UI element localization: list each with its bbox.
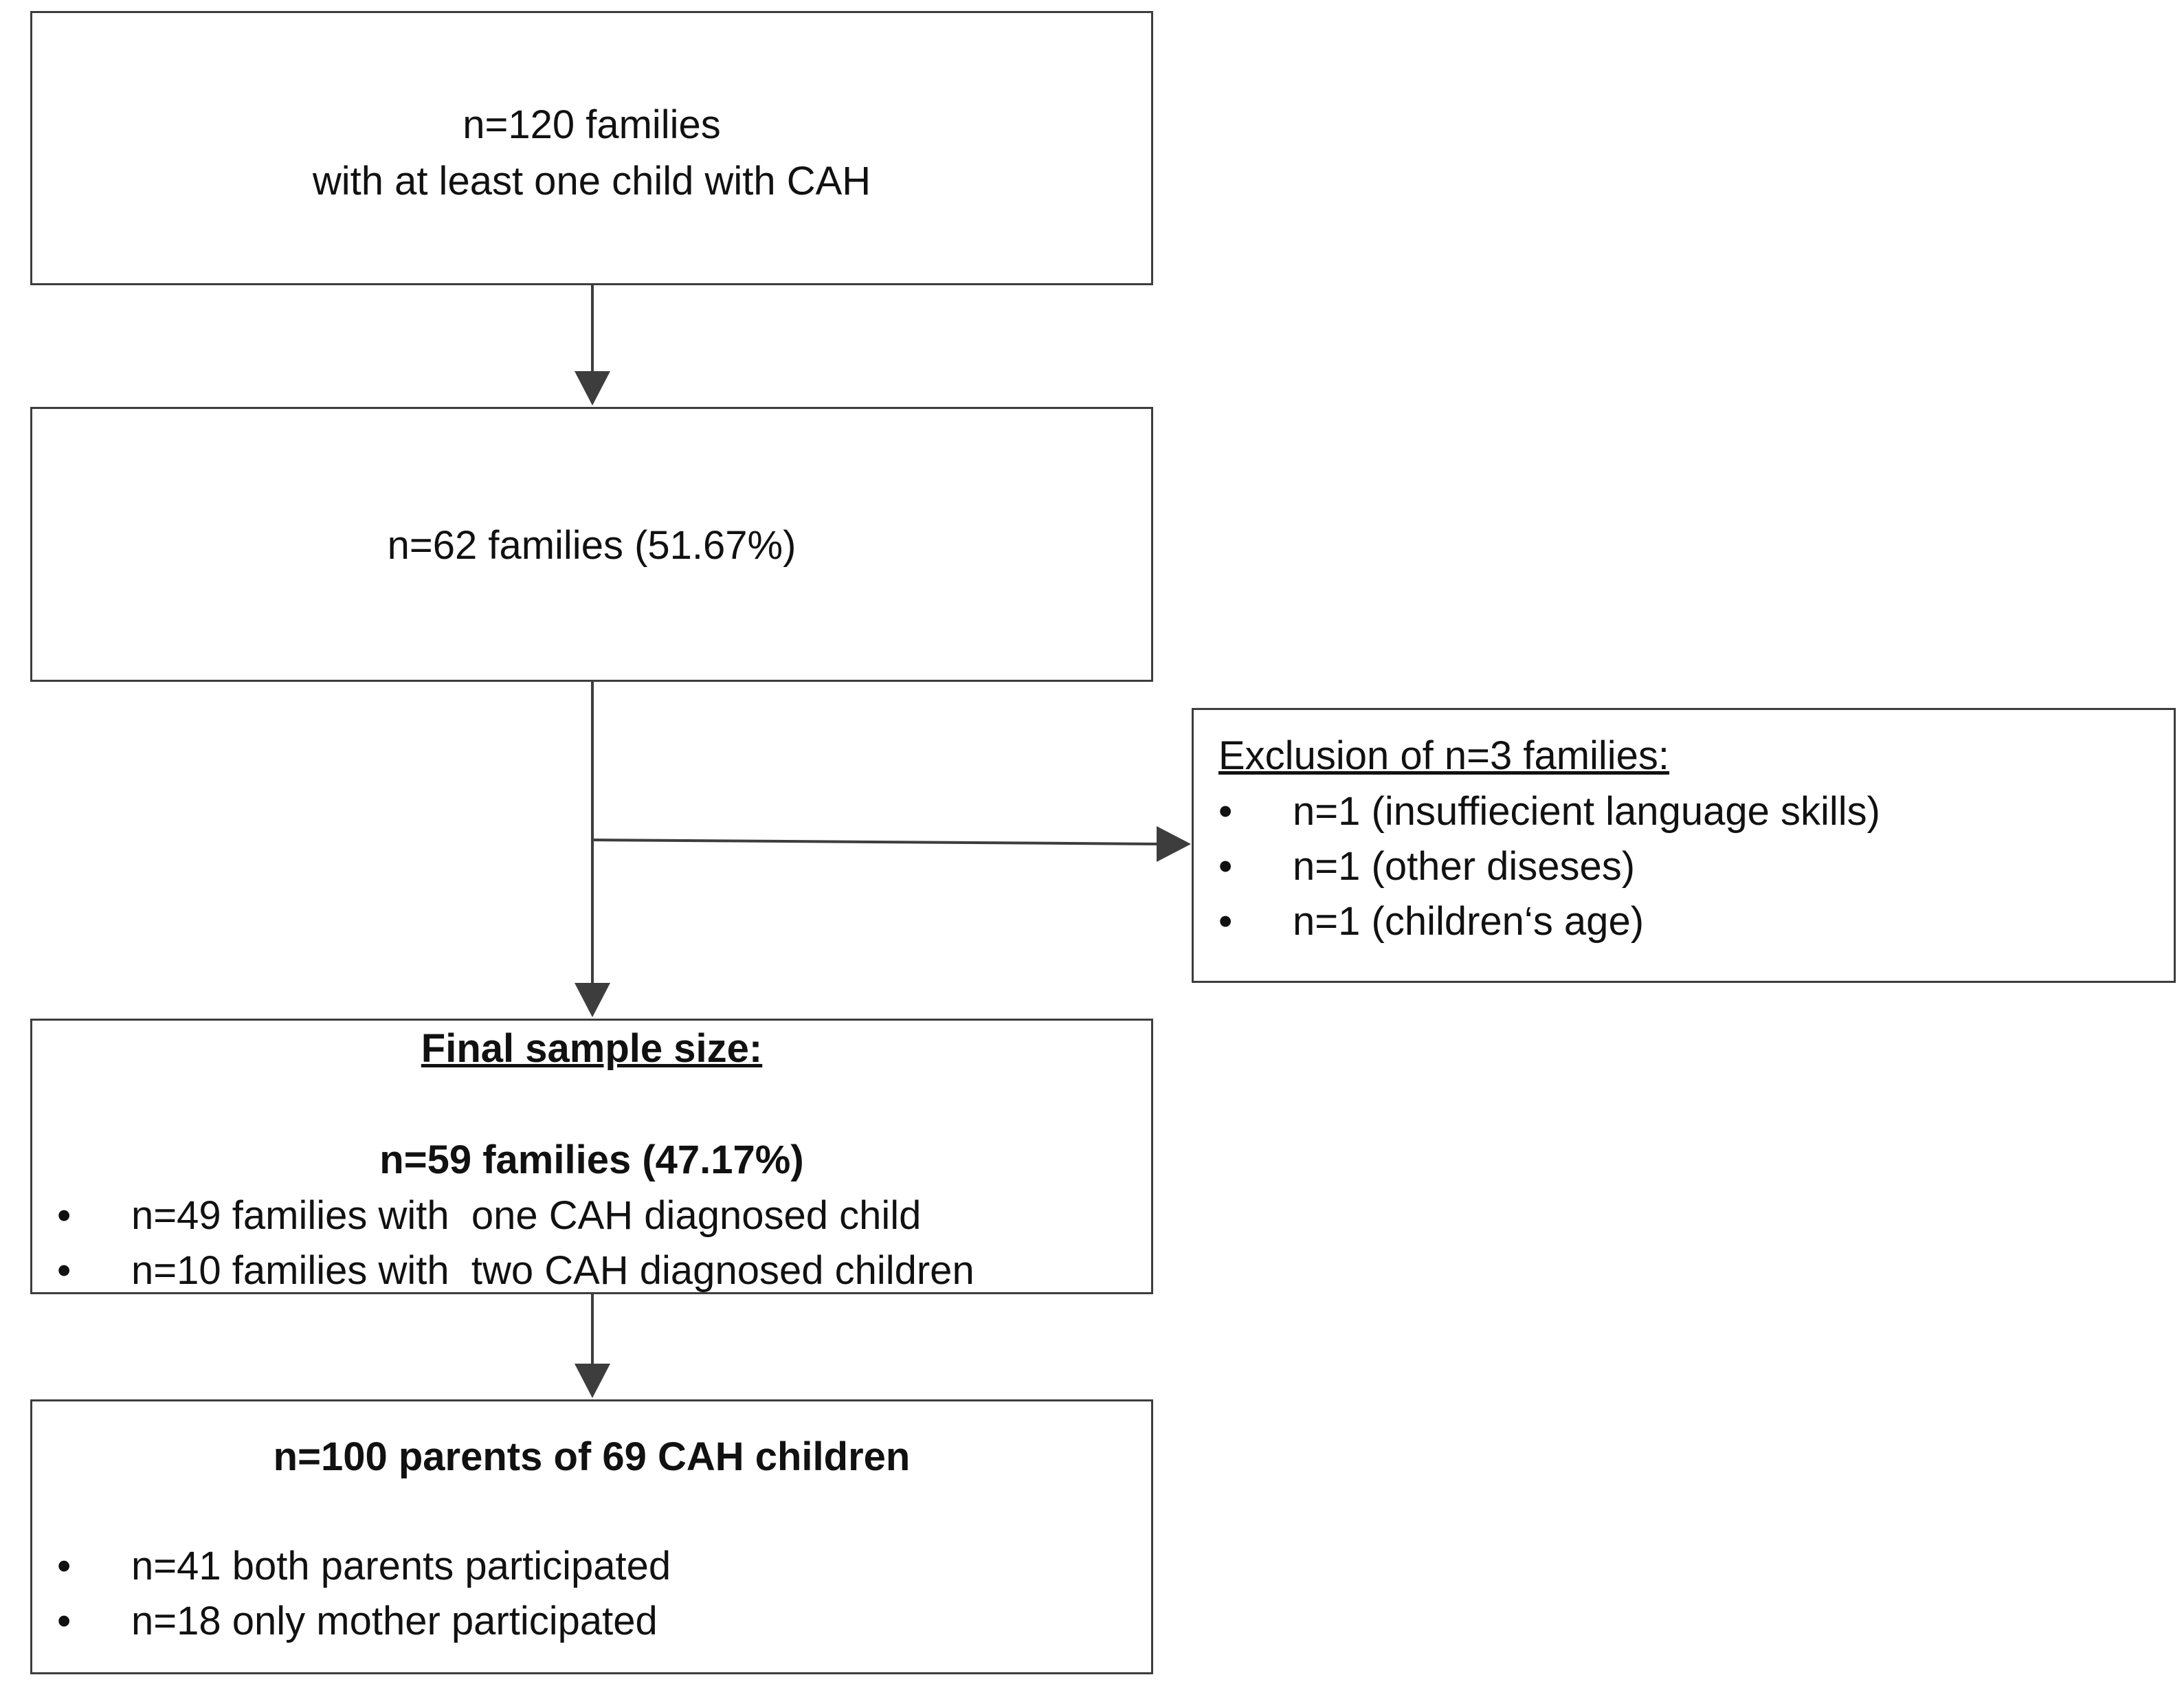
- exclusion-item-text: n=1 (insuffiecient language skills): [1293, 789, 1880, 834]
- final-sample-item: • n=49 families with one CAH diagnosed c…: [57, 1188, 1143, 1243]
- parents-item-text: n=18 only mother participated: [131, 1599, 658, 1643]
- final-sample-list: • n=49 families with one CAH diagnosed c…: [57, 1188, 1143, 1298]
- box-participating-families: n=62 families (51.67%): [30, 407, 1153, 682]
- bullet-icon: •: [57, 1193, 71, 1238]
- bullet-icon: •: [1218, 899, 1233, 944]
- final-sample-heading: Final sample size:: [421, 1026, 763, 1071]
- parents-item-text: n=41 both parents participated: [131, 1544, 671, 1588]
- box-total-families-line2: with at least one child with CAH: [312, 159, 871, 203]
- box-total-families: n=120 families with at least one child w…: [30, 11, 1153, 285]
- arrowhead-b1-to-b2: [575, 371, 610, 406]
- bullet-icon: •: [57, 1544, 71, 1588]
- exclusion-item: • n=1 (children‘s age): [1218, 894, 2167, 949]
- arrowhead-to-exclusion: [1157, 826, 1191, 862]
- bullet-icon: •: [1218, 844, 1233, 889]
- exclusion-item-text: n=1 (other diseses): [1293, 844, 1636, 889]
- box-exclusion: Exclusion of n=3 families: • n=1 (insuff…: [1192, 708, 2176, 983]
- arrowhead-b2-to-final: [575, 983, 610, 1017]
- parents-heading: n=100 parents of 69 CAH children: [273, 1434, 911, 1479]
- box-final-sample: Final sample size: n=59 families (47.17%…: [30, 1019, 1153, 1294]
- exclusion-heading: Exclusion of n=3 families:: [1218, 733, 1670, 778]
- box-total-families-line1: n=120 families: [463, 102, 721, 147]
- exclusion-item: • n=1 (insuffiecient language skills): [1218, 784, 2167, 839]
- final-sample-count: n=59 families (47.17%): [379, 1138, 804, 1182]
- parents-item: • n=41 both parents participated: [57, 1539, 1143, 1594]
- exclusion-list: • n=1 (insuffiecient language skills) • …: [1218, 784, 2167, 949]
- parents-list: • n=41 both parents participated • n=18 …: [57, 1539, 1143, 1649]
- exclusion-item: • n=1 (other diseses): [1218, 839, 2167, 894]
- bullet-icon: •: [57, 1599, 71, 1643]
- connector-to-exclusion: [592, 839, 1162, 845]
- final-sample-item: • n=10 families with two CAH diagnosed c…: [57, 1243, 1143, 1298]
- final-sample-item-text: n=49 families with one CAH diagnosed chi…: [131, 1193, 922, 1238]
- bullet-icon: •: [57, 1248, 71, 1293]
- box-parents: n=100 parents of 69 CAH children • n=41 …: [30, 1399, 1153, 1674]
- arrowhead-final-to-parents: [575, 1364, 610, 1398]
- final-sample-item-text: n=10 families with two CAH diagnosed chi…: [131, 1248, 974, 1293]
- parents-item: • n=18 only mother participated: [57, 1594, 1143, 1649]
- box-participating-families-text: n=62 families (51.67%): [387, 523, 796, 568]
- exclusion-item-text: n=1 (children‘s age): [1293, 899, 1645, 944]
- bullet-icon: •: [1218, 789, 1233, 834]
